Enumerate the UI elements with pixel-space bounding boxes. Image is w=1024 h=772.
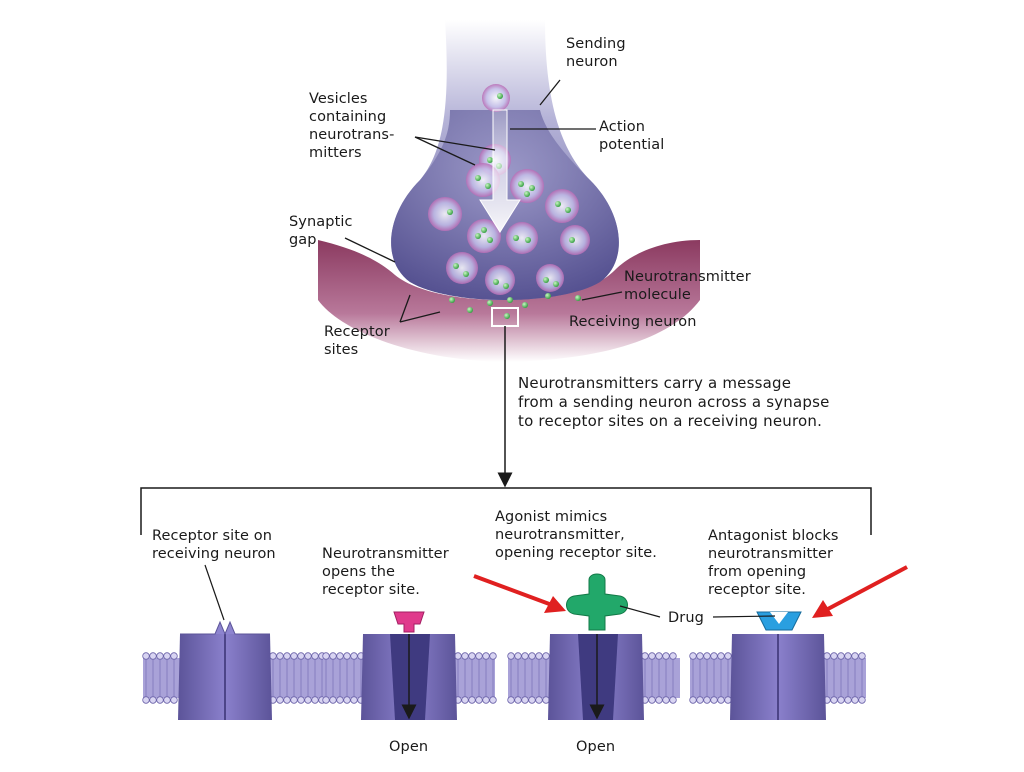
vesicle xyxy=(466,163,500,197)
label-synaptic-gap: Synaptic gap xyxy=(289,214,353,248)
label-receptor-sites: Receptor sites xyxy=(324,324,390,358)
panel-3-label: Agonist mimics neurotransmitter, opening… xyxy=(495,509,658,561)
receptor-channel-1 xyxy=(178,620,272,720)
vesicle xyxy=(506,222,538,254)
connector xyxy=(140,326,872,535)
panel-2-state: Open xyxy=(389,739,429,755)
vesicle xyxy=(428,197,462,231)
receptor-channel-2 xyxy=(361,634,457,720)
action-potential-arrow xyxy=(479,109,521,233)
vesicle xyxy=(545,189,579,223)
agonist-drug xyxy=(566,573,628,631)
vesicle xyxy=(482,84,510,112)
caption: Neurotransmitters carry a message from a… xyxy=(518,374,830,430)
vesicle xyxy=(467,219,501,253)
vesicle xyxy=(485,265,515,295)
panel-2-label: Neurotransmitter opens the receptor site… xyxy=(322,546,449,598)
panel-1-label: Receptor site on receiving neuron xyxy=(152,528,276,562)
red-arrows xyxy=(473,565,908,618)
label-receiving-neuron: Receiving neuron xyxy=(569,314,697,330)
panel-leader-lines xyxy=(204,564,776,621)
vesicle xyxy=(536,264,564,292)
vesicle xyxy=(446,252,478,284)
label-neurotransmitter-molecule: Neurotransmitter molecule xyxy=(624,269,751,303)
panel-4-label: Antagonist blocks neurotransmitter from … xyxy=(708,528,839,598)
neurotransmitter-molecules xyxy=(447,93,581,319)
label-action-potential: Action potential xyxy=(599,119,665,153)
receptor-channel-4 xyxy=(730,634,826,720)
drug-label: Drug xyxy=(668,610,704,626)
membrane-bilayer xyxy=(142,652,866,704)
receptor-channel-3 xyxy=(548,634,644,720)
vesicle xyxy=(510,169,544,203)
antagonist-drug xyxy=(756,611,802,631)
leader-lines xyxy=(344,79,623,323)
panel-3-state: Open xyxy=(576,739,616,755)
label-sending-neuron: Sending neuron xyxy=(566,36,626,70)
neurotransmitter-on-site xyxy=(393,611,425,633)
label-vesicles: Vesicles containing neurotrans- mitters xyxy=(309,91,395,161)
